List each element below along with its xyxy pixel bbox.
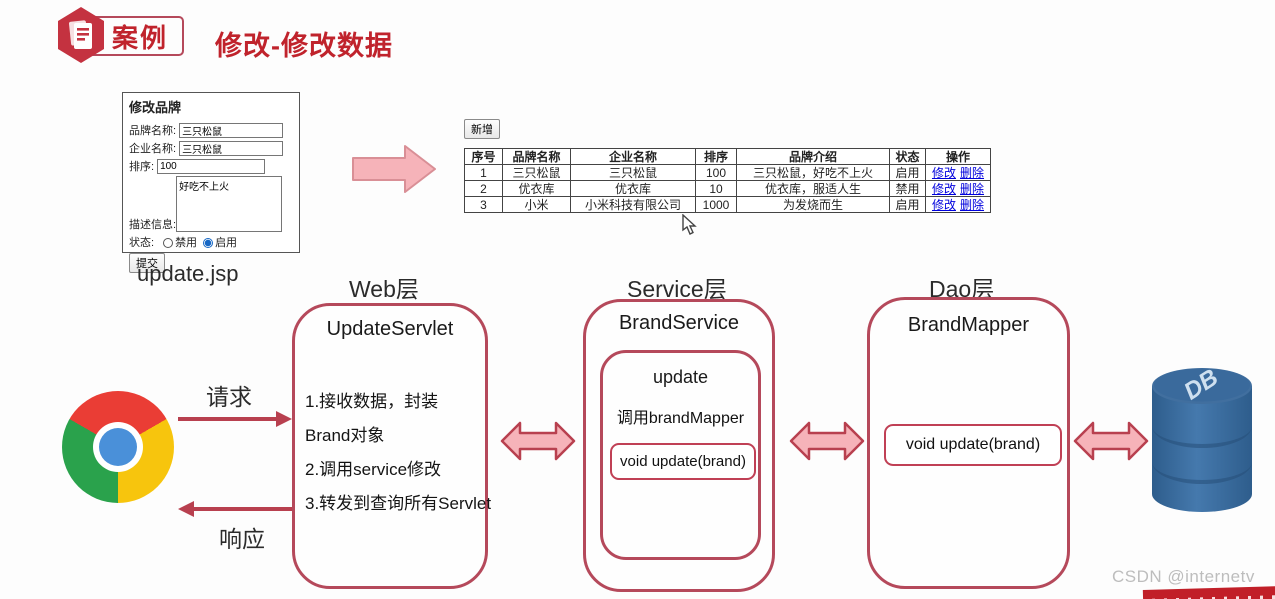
status-radio-disabled-label: 禁用	[175, 237, 198, 249]
web-step-2: 2.调用service修改	[305, 460, 442, 479]
cell-actions: 修改删除	[925, 180, 991, 197]
col-no: 序号	[464, 148, 503, 165]
cell-desc: 优衣库，服适人生	[736, 180, 890, 197]
form-title: 修改品牌	[129, 100, 182, 115]
service-call-text: 调用brandMapper	[616, 410, 745, 427]
dao-class-name: BrandMapper	[907, 314, 1030, 336]
cell-brand: 三只松鼠	[502, 164, 571, 181]
service-class-name: BrandService	[618, 312, 740, 334]
case-logo-icon	[58, 7, 104, 63]
dao-method: void update(brand)	[905, 436, 1041, 453]
cell-status: 禁用	[889, 180, 926, 197]
delete-link[interactable]: 删除	[960, 165, 985, 180]
cell-company: 三只松鼠	[570, 164, 696, 181]
mouse-cursor-icon	[682, 214, 697, 235]
response-label: 响应	[219, 526, 265, 552]
delete-link[interactable]: 删除	[960, 181, 985, 196]
chrome-browser-icon	[62, 391, 174, 503]
cell-no: 1	[464, 164, 503, 181]
web-layer-box: UpdateServlet 1.接收数据，封装Brand对象 2.调用servi…	[292, 303, 492, 589]
web-layer-label: Web层	[349, 276, 419, 302]
cell-brand: 小米	[502, 196, 571, 213]
edit-link[interactable]: 修改	[931, 197, 956, 212]
cell-order: 100	[695, 164, 737, 181]
edit-link[interactable]: 修改	[931, 181, 956, 196]
cell-status: 启用	[889, 164, 926, 181]
response-arrow	[178, 501, 292, 517]
service-inner-method-box: void update(brand)	[610, 443, 756, 480]
cell-no: 2	[464, 180, 503, 197]
status-radio-enabled[interactable]	[203, 237, 214, 248]
watermark: CSDN @internetv	[1112, 567, 1255, 586]
database-icon: DB	[1150, 364, 1254, 514]
brand-table: 序号 品牌名称 企业名称 排序 品牌介绍 状态 操作 1 三只松鼠 三只松鼠 1…	[464, 148, 991, 213]
cell-company: 优衣库	[570, 180, 696, 197]
cell-order: 1000	[695, 196, 737, 213]
cell-status: 启用	[889, 196, 926, 213]
table-row: 1 三只松鼠 三只松鼠 100 三只松鼠，好吃不上火 启用 修改删除	[464, 164, 991, 181]
col-order: 排序	[695, 148, 737, 165]
col-status: 状态	[889, 148, 926, 165]
table-row: 3 小米 小米科技有限公司 1000 为发烧而生 启用 修改删除	[464, 196, 991, 213]
table-header-row: 序号 品牌名称 企业名称 排序 品牌介绍 状态 操作	[464, 148, 991, 165]
edit-link[interactable]: 修改	[931, 165, 956, 180]
cell-desc: 为发烧而生	[736, 196, 890, 213]
description-textarea[interactable]: 好吃不上火	[176, 176, 283, 232]
web-step-1: 1.接收数据，封装Brand对象	[305, 392, 439, 445]
cell-order: 10	[695, 180, 737, 197]
jsp-label: update.jsp	[137, 261, 239, 286]
web-class-name: UpdateServlet	[326, 318, 454, 340]
submit-button[interactable]: 提交	[129, 253, 165, 273]
service-method-name: update	[652, 367, 709, 387]
service-dao-arrow	[789, 421, 865, 461]
request-arrow	[178, 411, 292, 427]
brand-name-input[interactable]	[179, 122, 284, 138]
delete-link[interactable]: 删除	[960, 197, 985, 212]
web-service-arrow	[500, 421, 576, 461]
cell-company: 小米科技有限公司	[570, 196, 696, 213]
col-brand: 品牌名称	[502, 148, 571, 165]
cell-no: 3	[464, 196, 503, 213]
brand-name-label: 品牌名称:	[129, 125, 177, 137]
cell-actions: 修改删除	[925, 196, 991, 213]
company-name-label: 企业名称:	[129, 143, 177, 155]
status-radio-enabled-label: 启用	[215, 237, 238, 249]
col-desc: 品牌介绍	[736, 148, 890, 165]
web-step-3: 3.转发到查询所有Servlet	[305, 494, 492, 513]
description-label: 描述信息:	[129, 219, 177, 231]
dao-db-arrow	[1073, 421, 1149, 461]
update-form-panel: 修改品牌 品牌名称: 企业名称: 排序: 描述信息: 好吃不上火 状态: 禁用 …	[122, 92, 300, 273]
request-label: 请求	[206, 384, 252, 410]
dao-method-box: void update(brand)	[884, 424, 1062, 466]
status-label: 状态:	[129, 237, 155, 249]
company-name-input[interactable]	[179, 140, 284, 156]
bottom-banner	[1142, 586, 1275, 599]
status-radio-disabled[interactable]	[163, 237, 174, 248]
order-label: 排序:	[129, 161, 155, 173]
page-title: 修改-修改数据	[215, 31, 393, 61]
form-to-table-arrow	[352, 145, 436, 193]
table-row: 2 优衣库 优衣库 10 优衣库，服适人生 禁用 修改删除	[464, 180, 991, 197]
service-layer-label: Service层	[627, 276, 727, 302]
cell-actions: 修改删除	[925, 164, 991, 181]
dao-layer-box: BrandMapper void update(brand)	[867, 297, 1070, 589]
service-layer-box: BrandService update 调用brandMapper void u…	[583, 299, 775, 592]
order-input[interactable]	[157, 158, 266, 174]
service-update-method-box: update 调用brandMapper void update(brand)	[600, 350, 761, 560]
col-actions: 操作	[925, 148, 991, 165]
add-button[interactable]: 新增	[464, 119, 500, 139]
cell-desc: 三只松鼠，好吃不上火	[736, 164, 890, 181]
cell-brand: 优衣库	[502, 180, 571, 197]
col-company: 企业名称	[570, 148, 696, 165]
service-inner-method: void update(brand)	[620, 453, 746, 470]
case-badge-label: 案例	[111, 22, 168, 53]
